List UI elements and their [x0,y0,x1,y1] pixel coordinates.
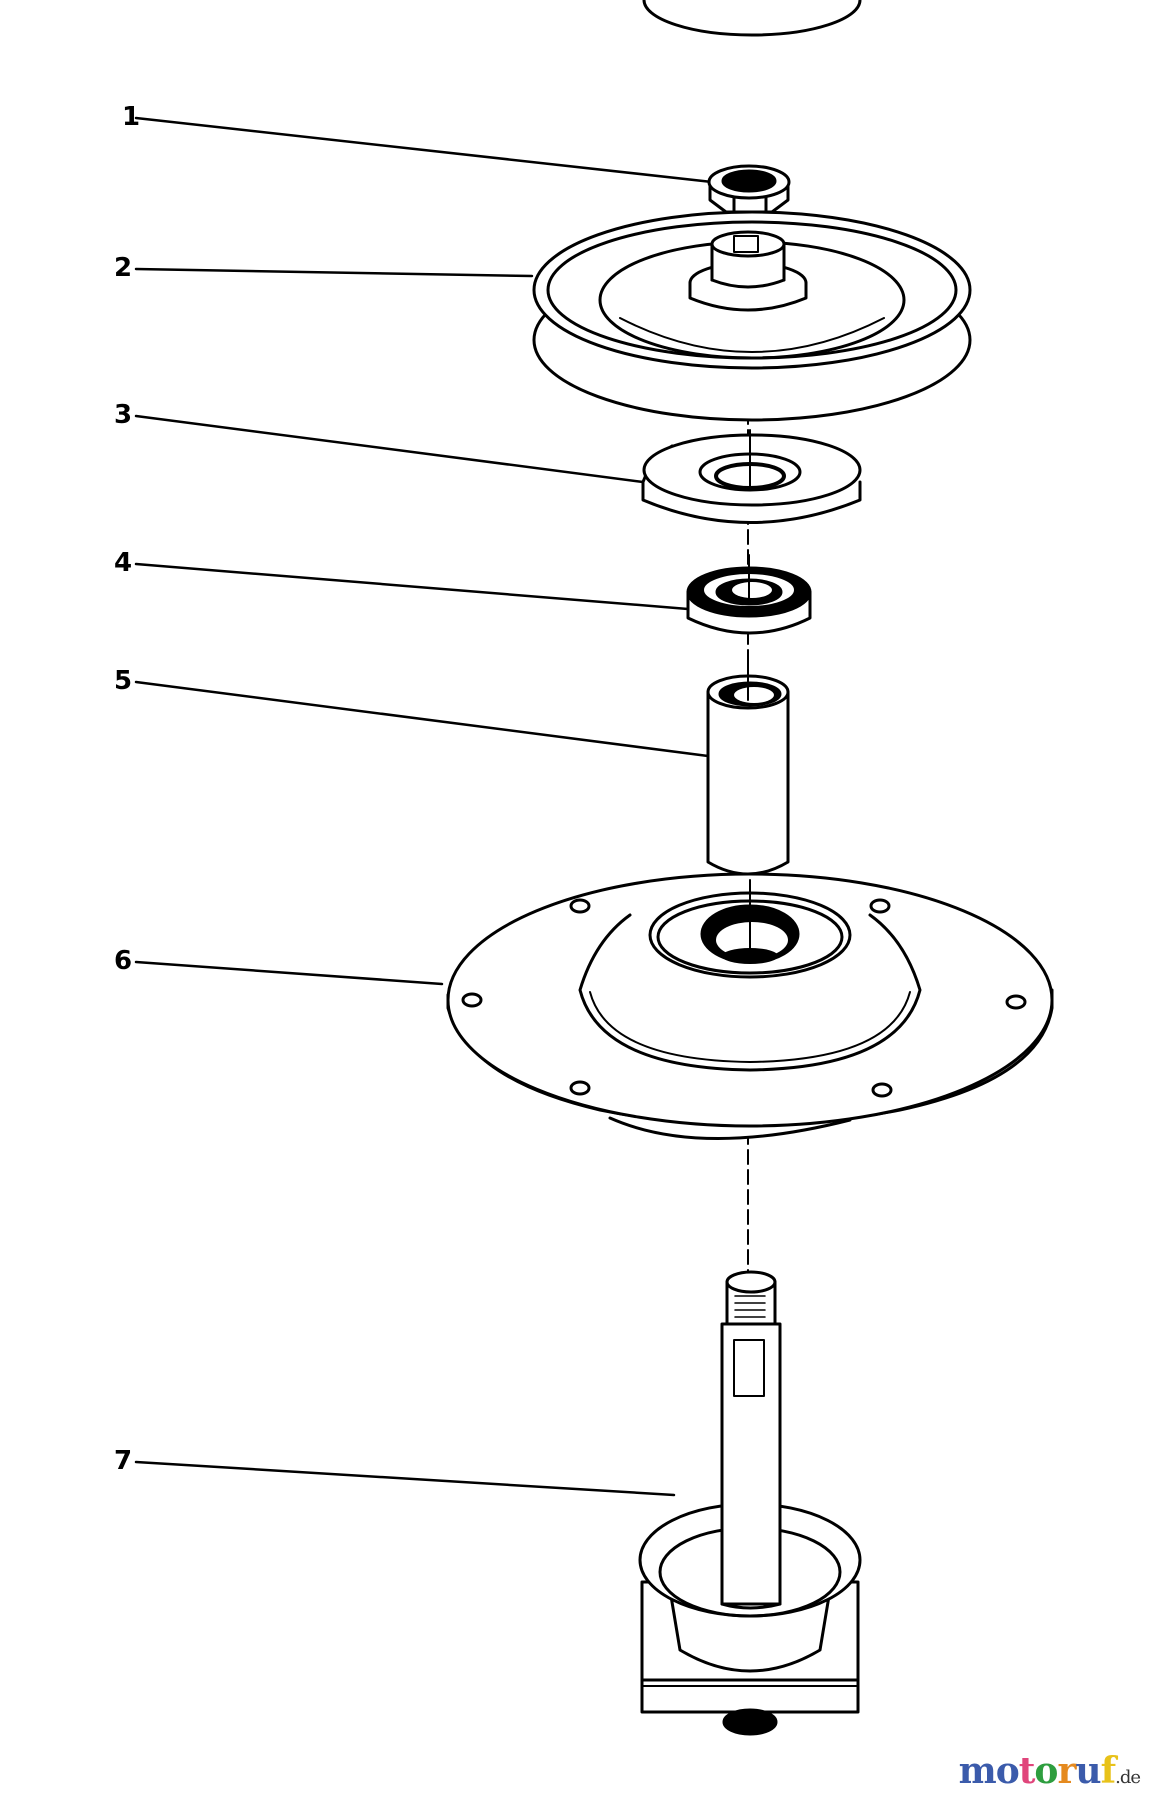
wm-letter-0: m [958,1750,997,1792]
callout-3: 3 [114,400,133,430]
wm-letter-5: u [1075,1750,1101,1792]
bearing-cap-part-3 [641,0,862,524]
wm-letter-2: t [1018,1750,1036,1792]
leader-line-4 [134,562,690,611]
callout-1: 1 [122,102,141,132]
callout-2: 2 [114,253,133,283]
pulley-part-2 [532,210,972,422]
callout-5: 5 [114,666,133,696]
wm-letter-3: o [1034,1750,1058,1792]
leader-line-3 [134,414,645,484]
callout-7: 7 [114,1446,133,1476]
nut-part-1 [707,164,791,214]
wm-letter-6: f [1100,1750,1116,1792]
wm-tld: .de [1115,1767,1141,1788]
callout-4: 4 [114,548,133,578]
mounting-holes [461,898,1027,1098]
wm-letter-1: o [995,1750,1020,1792]
callout-6: 6 [114,946,133,976]
leader-lines [134,116,714,1497]
motoruf-watermark-logo: motoruf.de [958,1750,1141,1792]
leader-line-7 [134,1460,676,1497]
spacer-tube-part-5 [706,659,790,876]
leader-line-2 [134,267,534,278]
bearing-part-4 [686,554,812,635]
leader-line-1 [134,116,714,184]
spindle-housing-part-6 [446,872,1054,1140]
leader-line-5 [134,680,710,758]
wm-letter-4: r [1057,1750,1076,1792]
leader-line-6 [134,960,444,986]
spindle-shaft-part-7 [638,1270,862,1736]
